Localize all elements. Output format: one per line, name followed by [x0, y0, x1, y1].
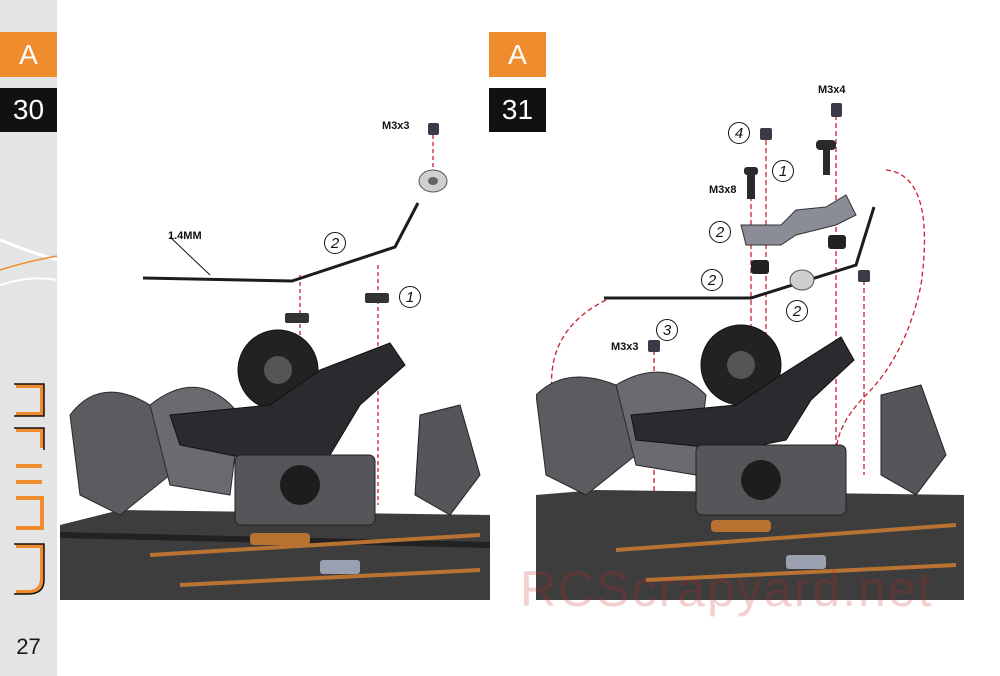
- screw-icon: [816, 140, 836, 150]
- clip-icon: [365, 293, 389, 303]
- callout-2: 2: [786, 300, 808, 322]
- screw-icon: [648, 340, 660, 352]
- screw-label-m3x4: M3x4: [818, 84, 846, 96]
- brand-logo: [14, 383, 45, 595]
- step-30-illustration: [60, 123, 490, 600]
- screw-icon: [760, 128, 772, 140]
- screw-label-m3x8: M3x8: [709, 184, 737, 196]
- sidebar-swoosh-graphic: [0, 238, 57, 286]
- watermark: RCScrapyard.net: [520, 561, 934, 617]
- clip-icon: [285, 313, 309, 323]
- step-number: 31: [489, 88, 546, 132]
- callout-4: 4: [728, 122, 750, 144]
- collar-icon: [789, 269, 815, 291]
- mount-bracket-icon: [740, 194, 857, 246]
- screw-icon: [831, 103, 842, 117]
- sidebar: A 30 27: [0, 0, 57, 676]
- callout-2: 2: [701, 269, 723, 291]
- screw-icon: [744, 167, 758, 175]
- screw-label-m3x3: M3x3: [382, 120, 410, 132]
- screw-icon: [858, 270, 870, 282]
- callout-1: 1: [399, 286, 421, 308]
- section-tag: A: [489, 32, 546, 77]
- step-number: 30: [0, 88, 57, 132]
- callout-1: 1: [772, 160, 794, 182]
- callout-2: 2: [709, 221, 731, 243]
- wire-label-1-4mm: 1.4MM: [168, 230, 202, 242]
- screw-label-m3x3: M3x3: [611, 341, 639, 353]
- step-31-illustration: [536, 103, 964, 600]
- antiroll-bar-icon: [142, 202, 420, 283]
- page-number: 27: [16, 634, 41, 659]
- section-tag: A: [0, 32, 57, 77]
- callout-3: 3: [656, 319, 678, 341]
- screw-icon: [428, 123, 439, 135]
- callout-2: 2: [324, 232, 346, 254]
